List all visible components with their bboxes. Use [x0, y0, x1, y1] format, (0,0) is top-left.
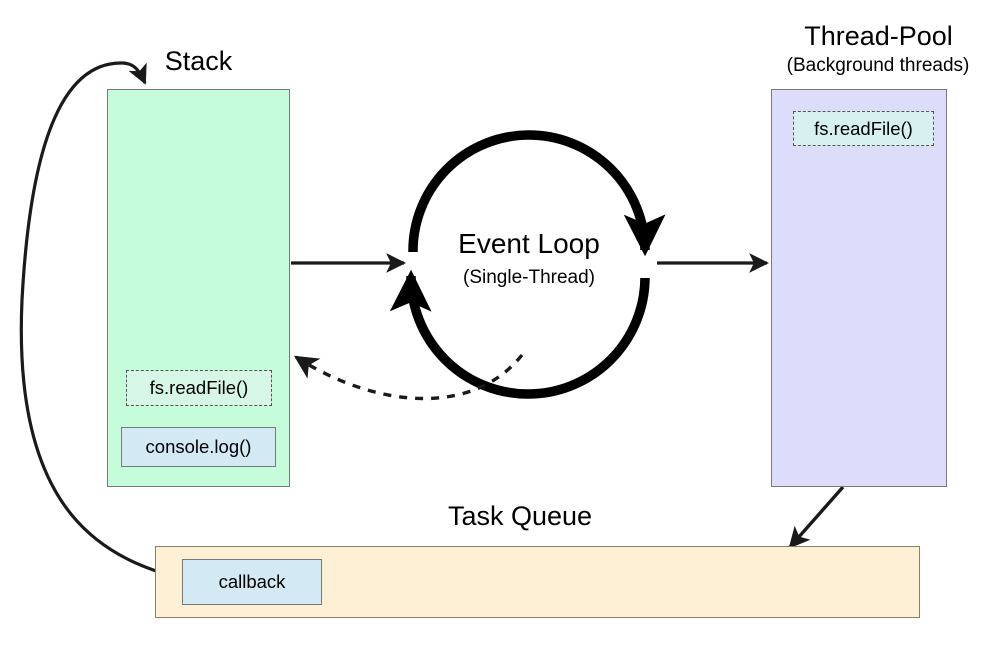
stack-region	[107, 89, 290, 487]
task-queue-title: Task Queue	[447, 501, 593, 531]
task-queue-item-callback[interactable]: callback	[182, 559, 322, 605]
thread-pool-task-fs-readfile[interactable]: fs.readFile()	[793, 111, 934, 146]
thread-pool-subtitle: (Background threads)	[786, 55, 970, 76]
thread-pool-region	[771, 89, 947, 487]
arrow-event-loop-to-stack-dashed	[294, 353, 524, 401]
event-loop-subtitle: (Single-Thread)	[463, 267, 595, 288]
event-loop-cycle-arrow	[389, 130, 666, 399]
arrow-thread-pool-to-task-queue	[788, 485, 845, 549]
stack-frame-console-log[interactable]: console.log()	[121, 427, 276, 467]
stack-title: Stack	[164, 46, 233, 76]
thread-pool-title: Thread-Pool	[804, 21, 953, 51]
event-loop-title: Event Loop	[458, 228, 600, 259]
stack-frame-fs-readfile[interactable]: fs.readFile()	[126, 370, 272, 406]
